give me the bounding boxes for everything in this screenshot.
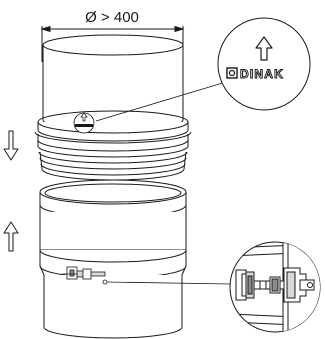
dimension-marker	[40, 25, 185, 62]
upper-pipe	[34, 34, 192, 181]
arrow-down-icon	[3, 130, 19, 161]
brand-logo-text: DINAK	[240, 67, 284, 81]
up-arrow-icon	[255, 36, 273, 61]
logo-detail-callout: DINAK	[217, 17, 311, 111]
clamp-fastener	[62, 266, 108, 285]
logo-callout-line	[95, 81, 227, 122]
diameter-label: Ø > 400	[85, 9, 139, 26]
brand-logo-mark	[226, 67, 238, 79]
brand-stamp-small	[73, 112, 95, 134]
arrow-up-icon	[3, 221, 19, 252]
clamp-callout-line	[106, 281, 231, 285]
clamp-detail-callout	[229, 241, 321, 333]
lower-pipe	[39, 179, 187, 339]
